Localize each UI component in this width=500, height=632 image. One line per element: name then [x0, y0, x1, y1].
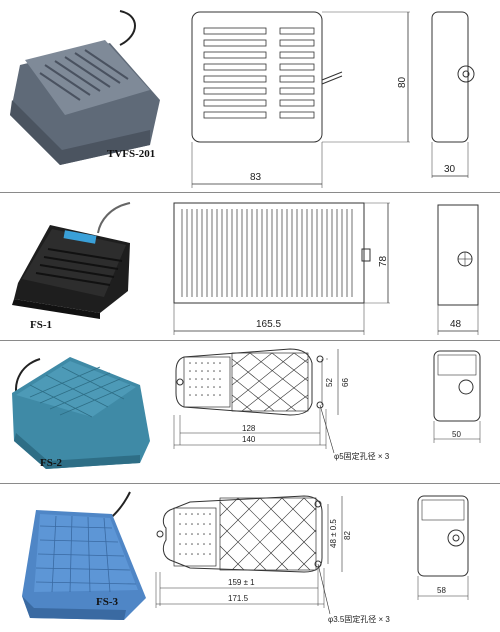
dim-height: 66 — [341, 378, 350, 387]
dim-height-inner: 48 ± 0.5 — [329, 519, 338, 548]
dim-depth: 50 — [452, 430, 461, 439]
drawing-fs-2: 52 66 128 140 φ5固定孔径 × 3 50 — [173, 348, 481, 461]
separator — [0, 340, 500, 341]
dim-depth: 58 — [437, 586, 446, 595]
drawing-fs-1: 78 165.5 48 — [173, 202, 479, 335]
dim-height: 80 — [397, 76, 408, 88]
dim-height: 78 — [378, 255, 389, 267]
dim-height: 82 — [343, 531, 352, 540]
pedal-photo-fs-2 — [12, 357, 150, 469]
dim-depth: 48 — [450, 319, 462, 330]
model-label: FS-2 — [40, 457, 62, 469]
row-fs-2: FS-2 52 66 128 140 — [0, 341, 500, 483]
dim-width-inner: 159 ± 1 — [228, 578, 255, 587]
separator — [0, 483, 500, 484]
pedal-photo-fs-3 — [22, 491, 146, 620]
row-tvfs-201: TVFS-201 83 80 30 — [0, 0, 500, 192]
model-label: FS-1 — [30, 319, 52, 331]
model-label: TVFS-201 — [107, 148, 156, 160]
row-fs-3: FS-3 48 ± 0.5 82 159 ± 1 — [0, 484, 500, 632]
dim-width: 171.5 — [228, 594, 249, 603]
dim-height-inner: 52 — [325, 378, 334, 387]
mount-hole-note: φ3.5固定孔径 × 3 — [328, 614, 390, 624]
pedal-photo-fs-1 — [12, 202, 131, 319]
model-label: FS-3 — [96, 596, 118, 608]
dim-width: 83 — [250, 172, 262, 183]
drawing-fs-3: 48 ± 0.5 82 159 ± 1 171.5 φ3.5固定孔径 × 3 5… — [155, 495, 469, 624]
mount-hole-note: φ5固定孔径 × 3 — [334, 451, 390, 461]
dim-width: 140 — [242, 435, 256, 444]
dim-depth: 30 — [444, 164, 456, 175]
dim-width: 165.5 — [256, 319, 281, 330]
separator — [0, 192, 500, 193]
dim-width-inner: 128 — [242, 424, 256, 433]
row-fs-1: FS-1 78 165.5 — [0, 193, 500, 340]
pedal-photo-tvfs-201 — [10, 10, 160, 165]
drawing-tvfs-201: 83 80 30 — [191, 11, 475, 188]
